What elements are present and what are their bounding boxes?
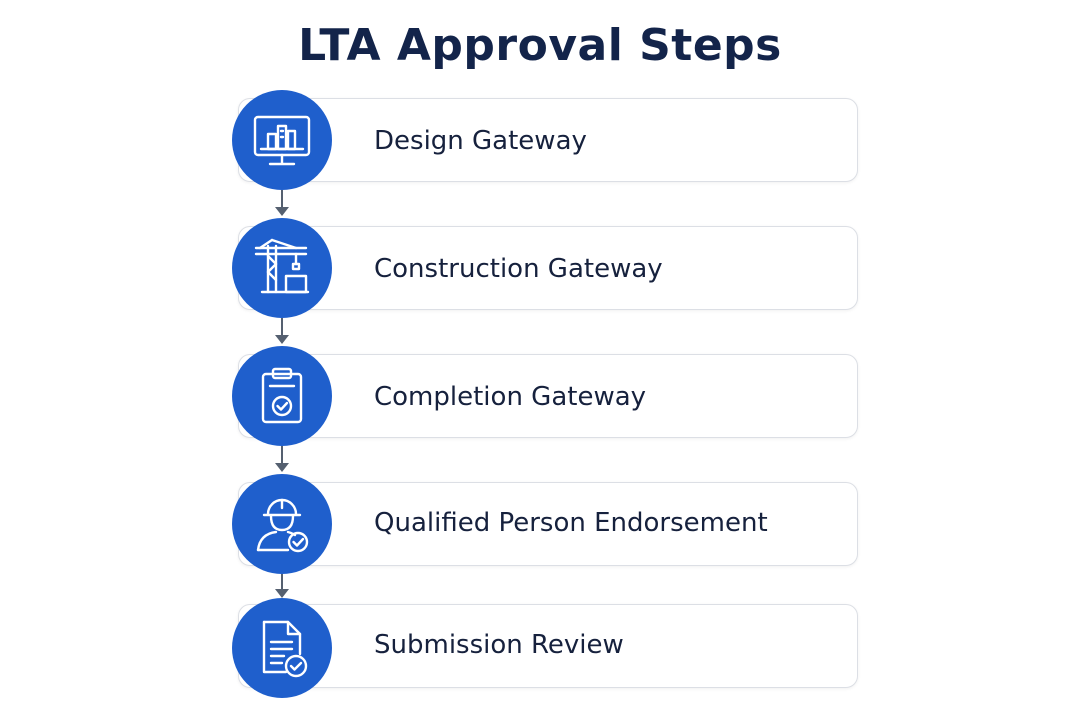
flow-arrow [273,574,291,598]
step-icon-circle [232,346,332,446]
flow-arrow [273,190,291,216]
step-card[interactable] [238,226,858,310]
clipboard-check-icon [261,367,303,424]
step-label: Submission Review [374,630,624,660]
step-construction-gateway[interactable]: Construction Gateway [0,218,1080,328]
engineer-check-icon [256,498,309,553]
step-icon-circle [232,90,332,190]
step-label: Completion Gateway [374,382,647,412]
step-card[interactable] [238,604,858,688]
step-card[interactable] [238,98,858,182]
step-card[interactable] [238,482,858,566]
step-design-gateway[interactable]: Design Gateway [0,90,1080,200]
flow-arrow [273,446,291,472]
step-icon-circle [232,598,332,698]
crane-icon [254,238,310,294]
document-check-icon [262,620,308,678]
step-qualified-person-endorsement[interactable]: Qualified Person Endorsement [0,474,1080,584]
computer-building-icon [253,115,311,166]
step-label: Qualified Person Endorsement [374,508,768,538]
page-title: LTA Approval Steps [298,20,782,71]
flow-arrow [273,318,291,344]
step-label: Design Gateway [374,126,587,156]
step-icon-circle [232,218,332,318]
step-submission-review[interactable]: Submission Review [0,598,1080,708]
step-completion-gateway[interactable]: Completion Gateway [0,346,1080,456]
step-icon-circle [232,474,332,574]
step-card[interactable] [238,354,858,438]
step-label: Construction Gateway [374,254,663,284]
